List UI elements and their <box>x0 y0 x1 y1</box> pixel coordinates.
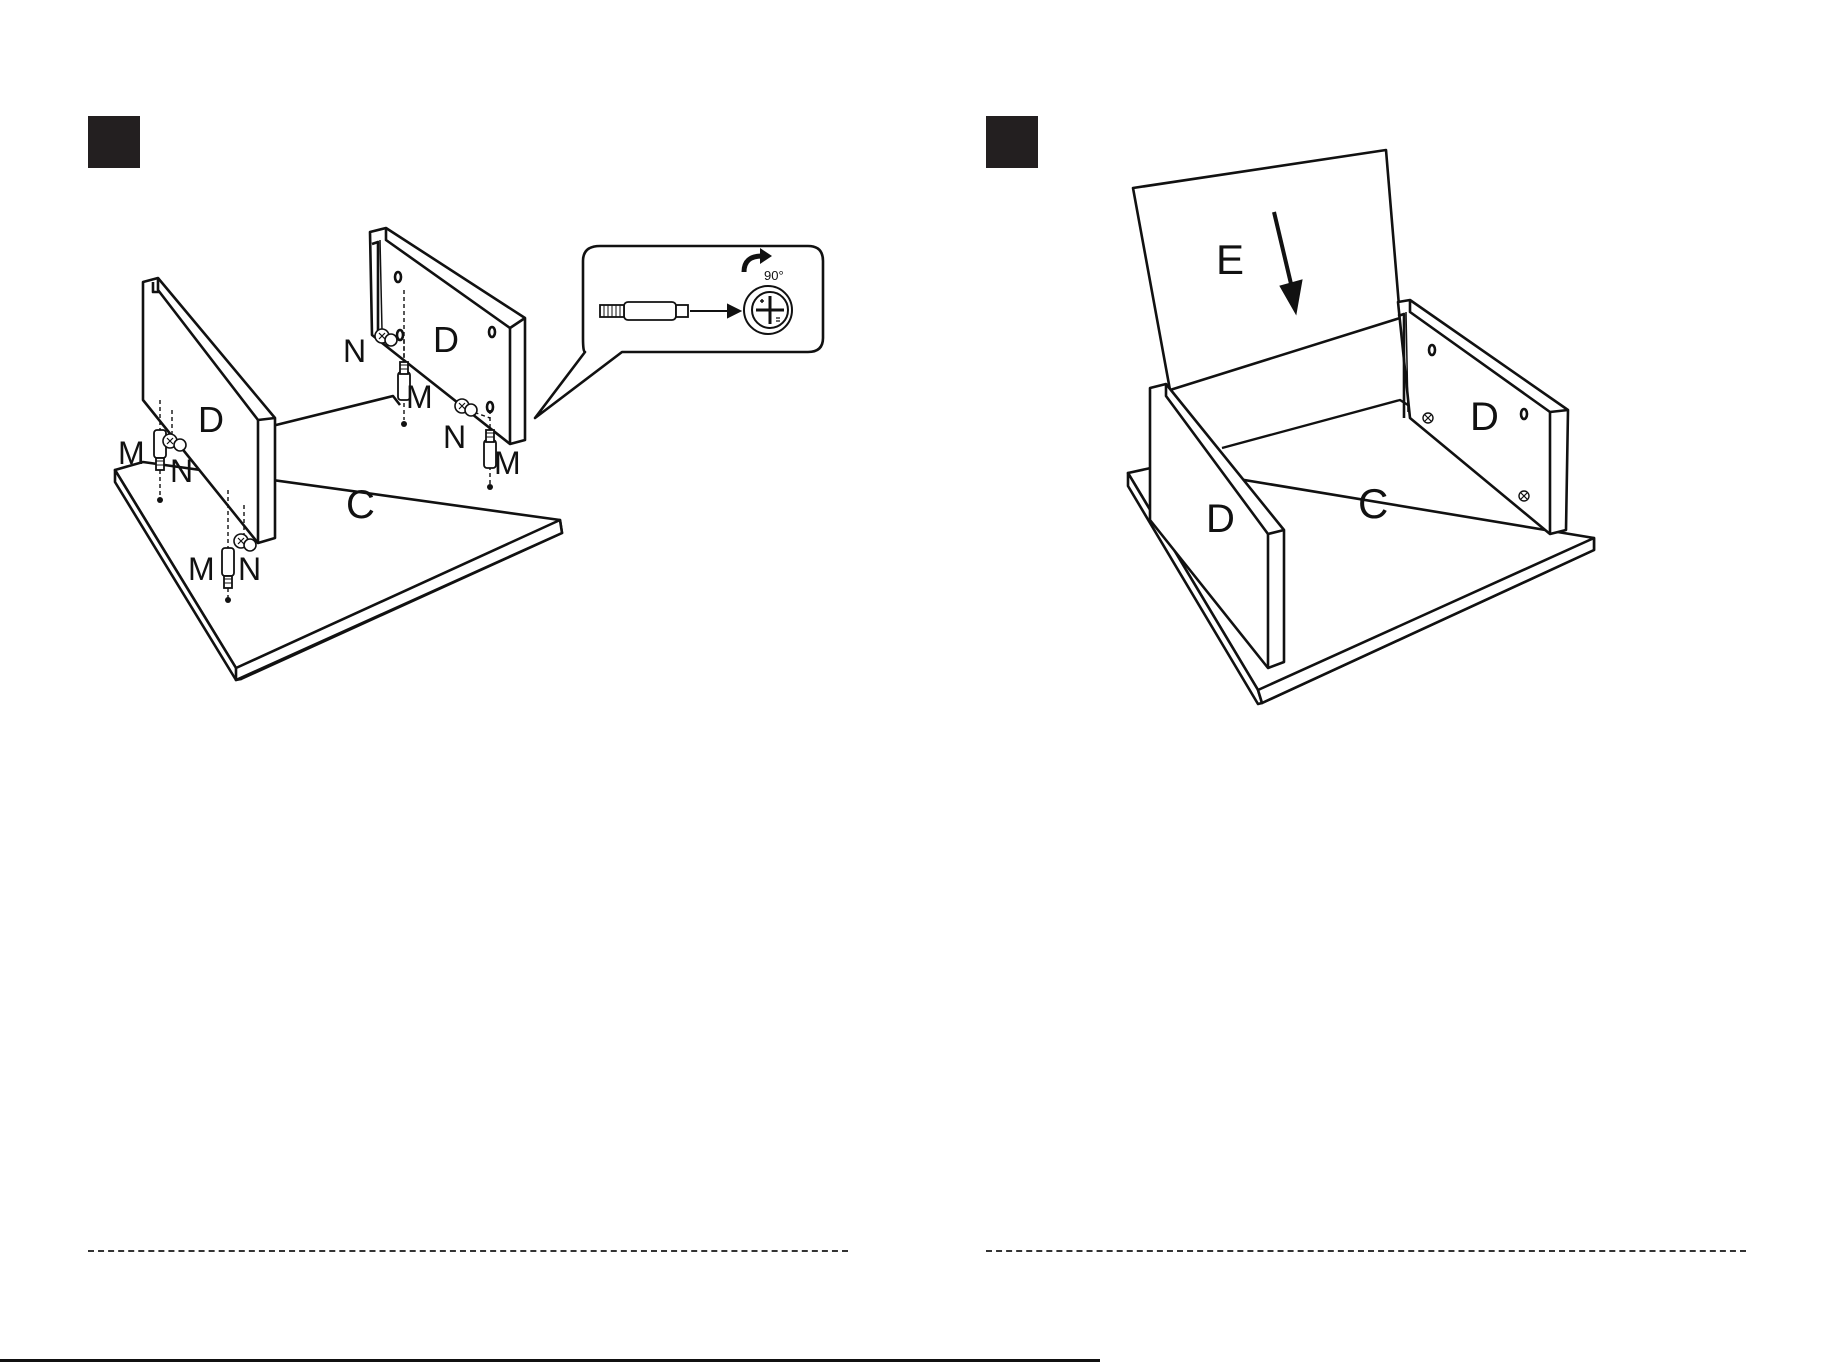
callout-dowel-icon <box>600 302 688 320</box>
part-label-c: C <box>346 483 375 527</box>
part-label-d-right: D <box>1470 395 1499 439</box>
base-panel-c <box>115 462 562 679</box>
hardware-label-m: M <box>406 379 433 415</box>
hardware-label-n: N <box>170 453 193 489</box>
dowel-m <box>222 548 234 576</box>
step-left-diagram: D D C M N M N N M N M 90° <box>0 0 914 760</box>
cam-lock-icon <box>744 286 792 334</box>
rotation-label: 90° <box>764 268 784 283</box>
back-panel-e <box>1133 150 1400 390</box>
step-right-diagram: E D C D <box>914 0 1828 760</box>
part-label-e: E <box>1216 236 1244 283</box>
part-label-d-left: D <box>1206 497 1235 541</box>
part-label-c: C <box>1358 480 1388 527</box>
cut-line-right <box>986 1250 1746 1252</box>
hardware-label-m: M <box>494 445 521 481</box>
cut-line-left <box>88 1250 848 1252</box>
part-label-d-right: D <box>433 319 459 360</box>
part-label-d-left: D <box>198 399 224 440</box>
hardware-label-n: N <box>443 419 466 455</box>
hardware-label-n: N <box>343 333 366 369</box>
hardware-label-m: M <box>188 551 215 587</box>
back-edge <box>272 396 400 426</box>
hardware-label-n: N <box>238 551 261 587</box>
hardware-label-m: M <box>118 435 145 471</box>
